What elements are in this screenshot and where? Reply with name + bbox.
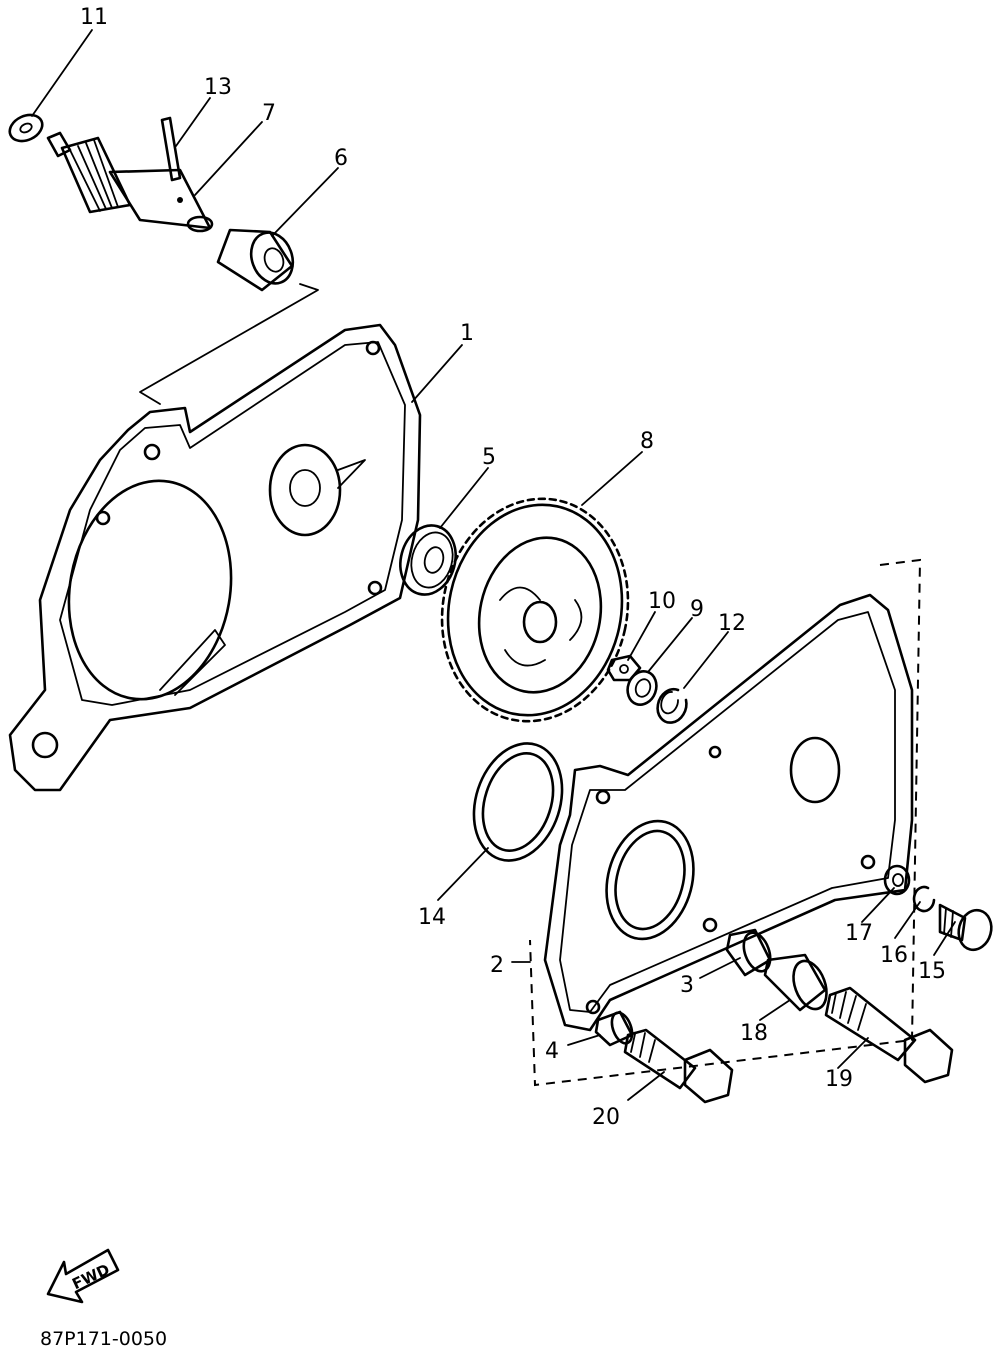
part-4-dowel[interactable] <box>594 1010 636 1047</box>
callout-labels: 11 13 7 6 1 5 8 10 9 12 14 2 3 4 18 20 1… <box>80 5 946 1130</box>
callout-19: 19 <box>825 1067 853 1092</box>
part-10-nut[interactable] <box>606 654 642 682</box>
callout-5: 5 <box>482 445 496 470</box>
part-5-bearing[interactable] <box>393 519 463 601</box>
part-8-gear[interactable] <box>422 481 649 738</box>
callout-11: 11 <box>80 5 108 30</box>
part-17-washer[interactable] <box>883 864 911 896</box>
part-18-collar[interactable] <box>763 953 833 1014</box>
callout-6: 6 <box>334 146 348 171</box>
part-2-outer-cover[interactable] <box>529 558 922 1087</box>
part-19-bolt[interactable] <box>824 986 954 1084</box>
callout-8: 8 <box>640 429 654 454</box>
fwd-direction-marker: FWD <box>46 1248 120 1304</box>
part-7-worm-shaft[interactable] <box>46 131 214 233</box>
part-13-pin[interactable] <box>160 116 182 182</box>
callout-1: 1 <box>460 321 474 346</box>
leader-lines <box>31 29 956 1101</box>
part-1-cover[interactable] <box>8 323 422 792</box>
callout-3: 3 <box>680 973 694 998</box>
callout-2: 2 <box>490 953 504 978</box>
callout-15: 15 <box>918 959 946 984</box>
callout-9: 9 <box>690 597 704 622</box>
part-9-washer[interactable] <box>623 667 661 709</box>
part-20-bolt[interactable] <box>623 1028 734 1104</box>
part-16-lock-washer[interactable] <box>912 885 936 913</box>
part-11-washer[interactable] <box>6 110 47 146</box>
fwd-arrow-icon <box>46 1248 120 1304</box>
diagram-code: 87P171-0050 <box>40 1328 167 1350</box>
callout-10: 10 <box>648 589 676 614</box>
callout-12: 12 <box>718 611 746 636</box>
callout-17: 17 <box>845 921 873 946</box>
part-14-o-ring[interactable] <box>460 732 577 872</box>
callout-14: 14 <box>418 905 446 930</box>
callout-7: 7 <box>262 101 276 126</box>
callout-18: 18 <box>740 1021 768 1046</box>
part-12-circlip[interactable] <box>656 688 688 724</box>
callout-16: 16 <box>880 943 908 968</box>
callout-13: 13 <box>204 75 232 100</box>
part-3-dowel[interactable] <box>725 928 775 977</box>
callout-20: 20 <box>592 1105 620 1130</box>
callout-4: 4 <box>545 1039 559 1064</box>
assembly-line <box>139 283 319 405</box>
part-6-bushing[interactable] <box>216 227 300 292</box>
part-15-screw[interactable] <box>938 903 996 953</box>
fwd-label: FWD <box>69 1260 112 1293</box>
